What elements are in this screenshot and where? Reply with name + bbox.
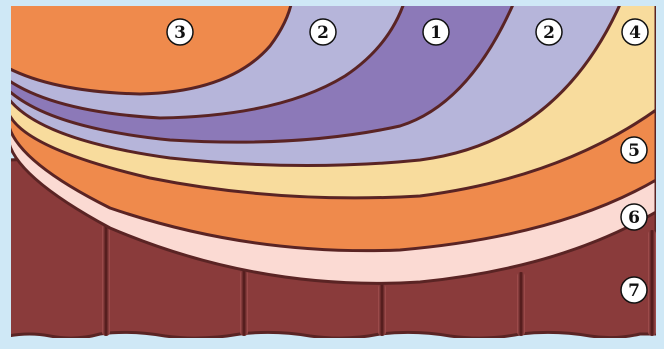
marker-6-label: 6 (628, 208, 640, 228)
bottom-frame-edge (0, 338, 664, 349)
marker-7: 7 (621, 277, 647, 303)
marker-5: 5 (621, 137, 647, 163)
marker-2a-label: 2 (317, 23, 329, 43)
groove (378, 284, 386, 336)
marker-7-label: 7 (628, 281, 640, 301)
marker-4-label: 4 (629, 23, 641, 43)
groove (648, 230, 656, 336)
marker-4: 4 (622, 19, 648, 45)
marker-6: 6 (621, 204, 647, 230)
marker-2b: 2 (536, 19, 562, 45)
marker-2b-label: 2 (543, 23, 555, 43)
marker-5-label: 5 (628, 141, 640, 161)
marker-2a: 2 (310, 19, 336, 45)
marker-3: 3 (167, 19, 193, 45)
marker-3-label: 3 (174, 23, 186, 43)
groove (517, 272, 525, 336)
marker-1-label: 1 (430, 23, 442, 43)
groove (102, 224, 110, 336)
marker-1: 1 (423, 19, 449, 45)
groove (240, 270, 248, 336)
top-frame-edge (0, 0, 664, 6)
